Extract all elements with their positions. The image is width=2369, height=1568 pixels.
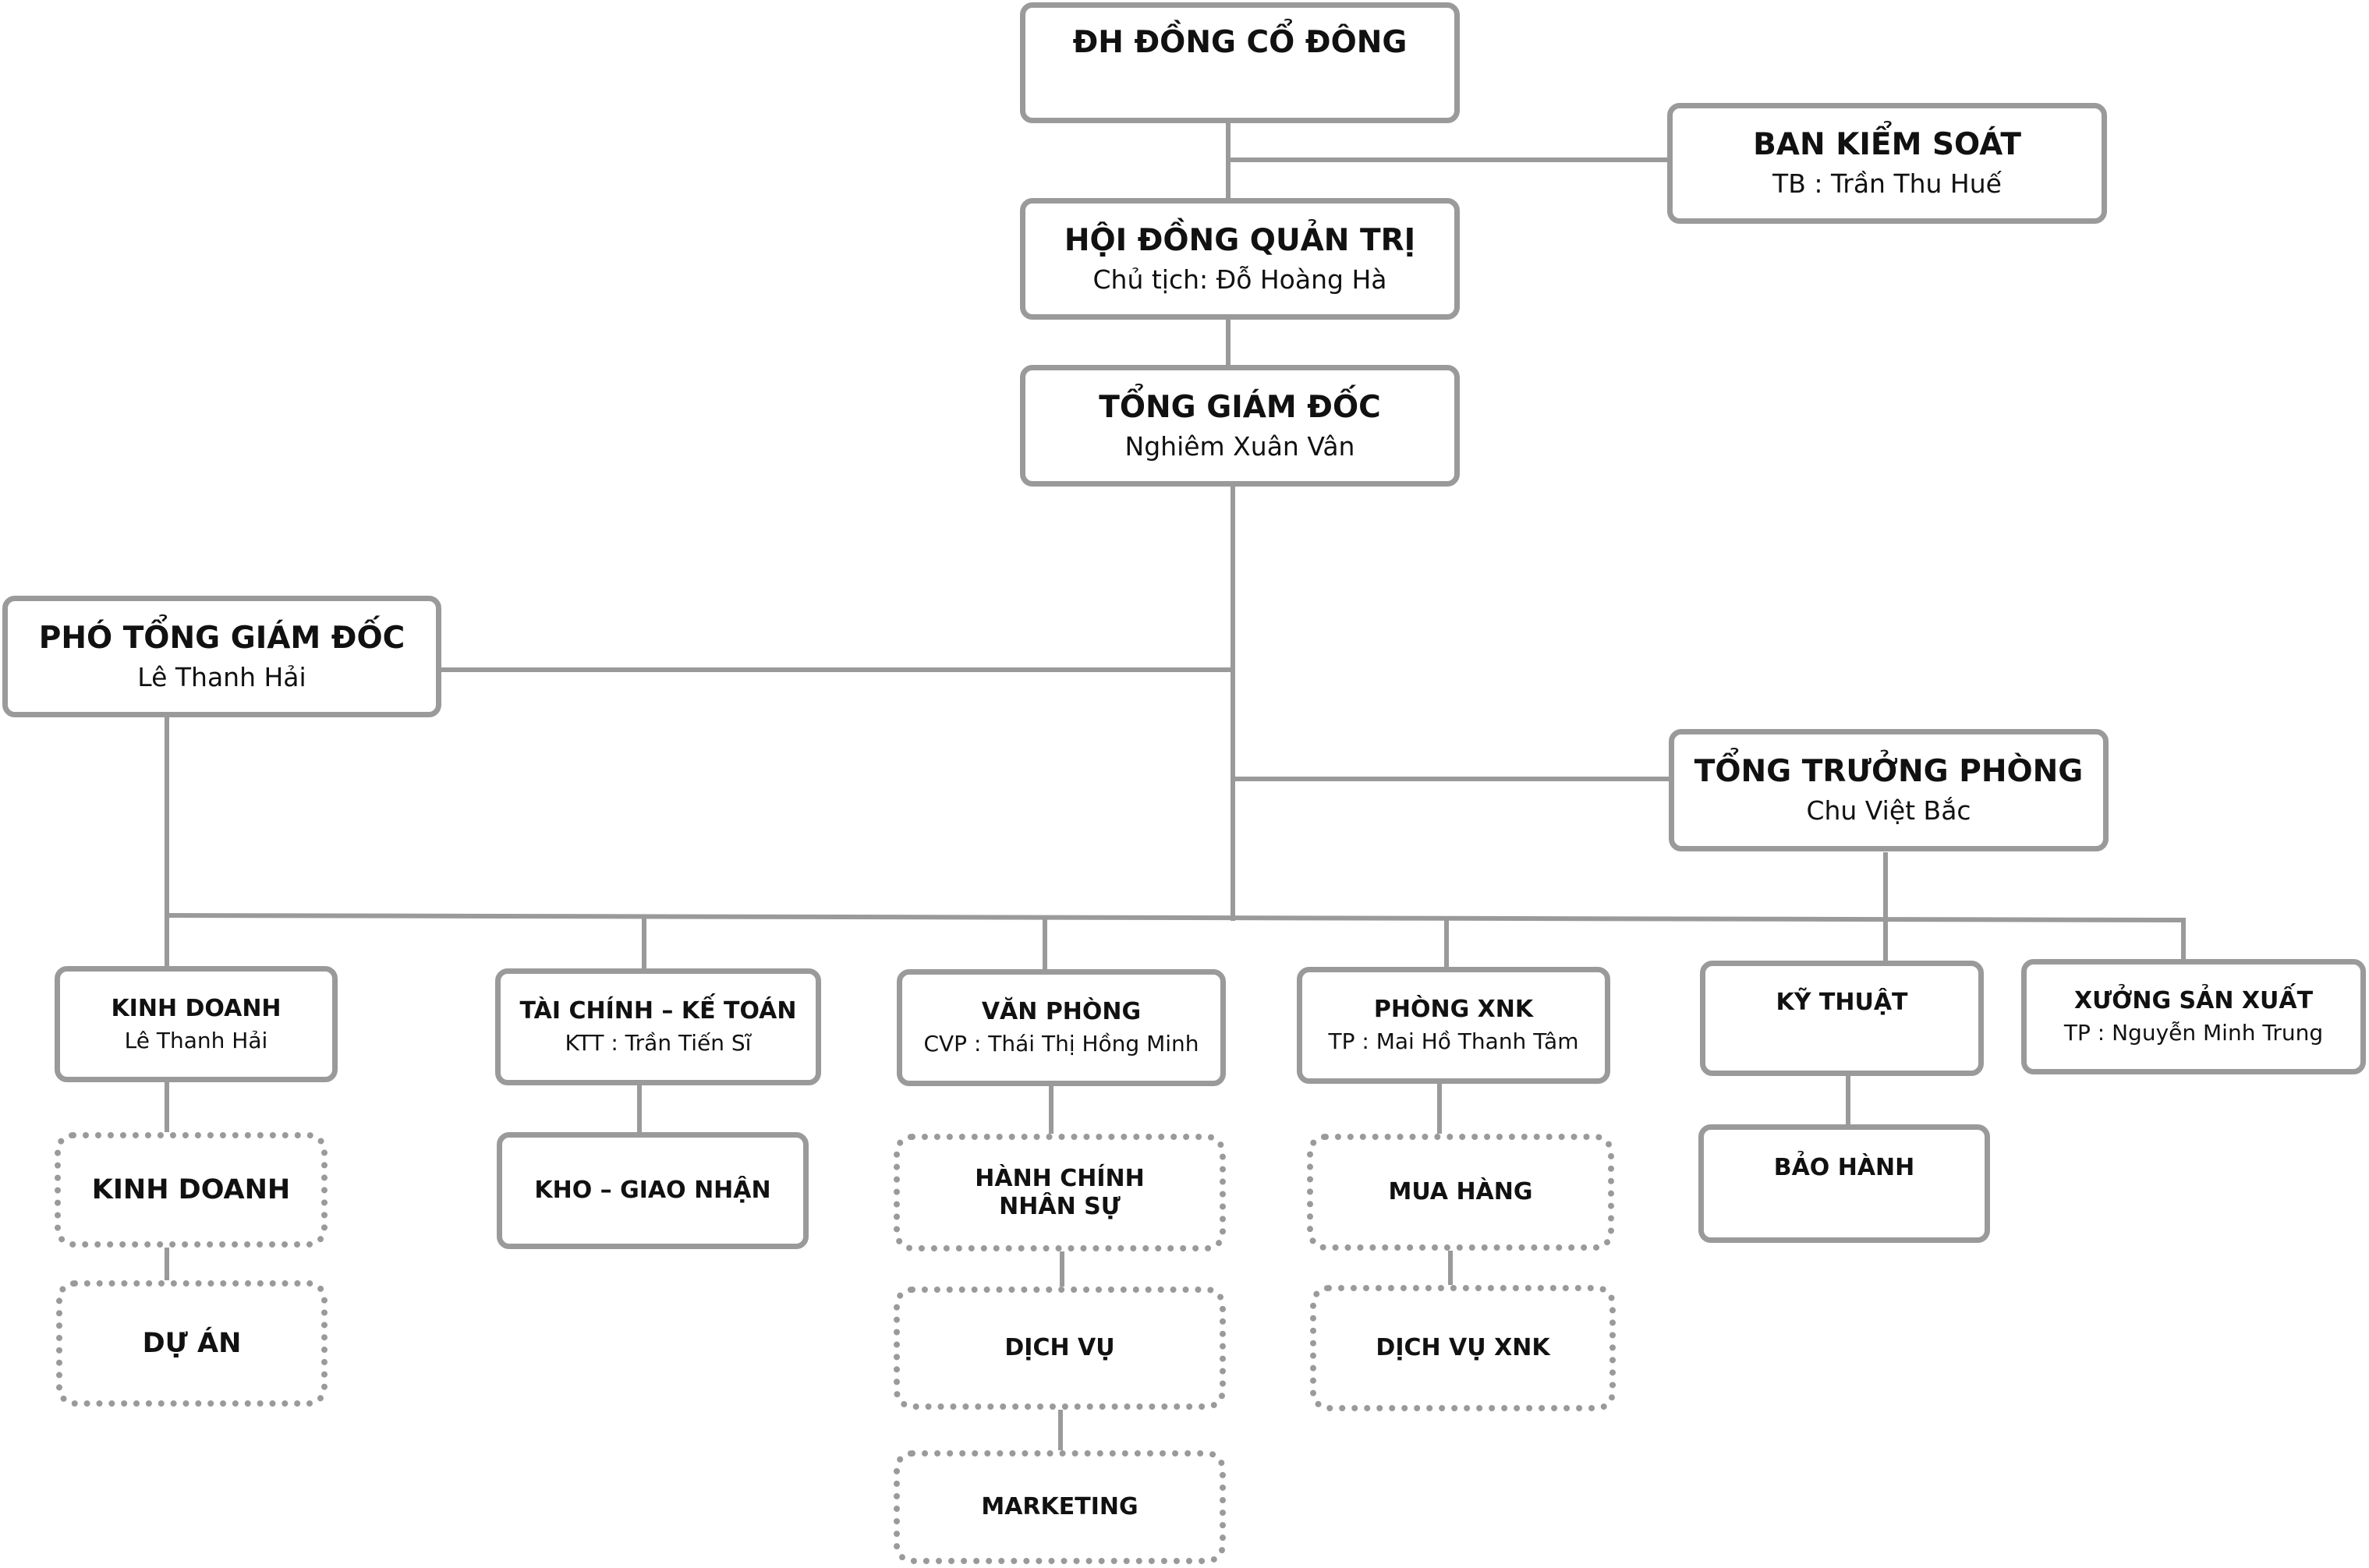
deputy-ceo-title: PHÓ TỔNG GIÁM ĐỐC [38, 620, 405, 656]
supervisory-title: BAN KIỂM SOÁT [1753, 127, 2021, 163]
box-sub-xnk-services: DỊCH VỤ XNK [1310, 1285, 1616, 1411]
shareholders-title: ĐH ĐỒNG CỔ ĐÔNG [1072, 25, 1408, 61]
sub-marketing-title: MARKETING [981, 1493, 1138, 1520]
box-sub-admin-hr: HÀNH CHÍNH NHÂN SỰ [894, 1134, 1226, 1251]
box-sub-services: DỊCH VỤ [894, 1287, 1226, 1410]
sub-sales-team-title: KINH DOANH [91, 1174, 291, 1205]
box-sub-projects: DỰ ÁN [56, 1280, 328, 1407]
box-ceo: TỔNG GIÁM ĐỐC Nghiêm Xuân Vân [1020, 365, 1460, 487]
chief-head-title: TỔNG TRƯỞNG PHÒNG [1694, 754, 2084, 790]
board-person: Chủ tịch: Đỗ Hoàng Hà [1092, 264, 1387, 295]
dept-office-person: CVP : Thái Thị Hồng Minh [923, 1031, 1199, 1057]
dept-finance-person: KTT : Trần Tiến Sĩ [565, 1030, 752, 1057]
box-chief-head: TỔNG TRƯỞNG PHÒNG Chu Việt Bắc [1669, 729, 2109, 851]
ceo-title: TỔNG GIÁM ĐỐC [1099, 389, 1381, 425]
box-sub-warranty: BẢO HÀNH [1698, 1124, 1990, 1243]
box-dept-office: VĂN PHÒNG CVP : Thái Thị Hồng Minh [897, 969, 1226, 1086]
box-dept-workshop: XƯỞNG SẢN XUẤT TP : Nguyễn Minh Trung [2021, 959, 2366, 1074]
chief-head-person: Chu Việt Bắc [1806, 795, 1971, 826]
ceo-person: Nghiêm Xuân Vân [1124, 430, 1355, 462]
box-supervisory: BAN KIỂM SOÁT TB : Trần Thu Huế [1667, 103, 2107, 224]
box-dept-sales: KINH DOANH Lê Thanh Hải [55, 966, 338, 1082]
box-board: HỘI ĐỒNG QUẢN TRỊ Chủ tịch: Đỗ Hoàng Hà [1020, 198, 1460, 320]
sub-xnk-services-title: DỊCH VỤ XNK [1376, 1334, 1550, 1361]
sub-warehouse-title: KHO – GIAO NHẬN [534, 1177, 771, 1204]
box-sub-marketing: MARKETING [894, 1450, 1226, 1564]
supervisory-person: TB : Trần Thu Huế [1772, 168, 2002, 200]
dept-import-export-title: PHÒNG XNK [1373, 996, 1534, 1024]
dept-sales-title: KINH DOANH [111, 994, 282, 1022]
box-shareholders: ĐH ĐỒNG CỔ ĐÔNG [1020, 2, 1460, 123]
sub-purchasing-title: MUA HÀNG [1388, 1178, 1533, 1205]
box-sub-warehouse: KHO – GIAO NHẬN [497, 1132, 809, 1249]
box-sub-sales-team: KINH DOANH [55, 1132, 328, 1248]
box-dept-import-export: PHÒNG XNK TP : Mai Hồ Thanh Tâm [1297, 967, 1610, 1084]
sub-warranty-title: BẢO HÀNH [1773, 1154, 1915, 1181]
dept-technical-title: KỸ THUẬT [1776, 989, 1908, 1016]
box-dept-finance: TÀI CHÍNH – KẾ TOÁN KTT : Trần Tiến Sĩ [495, 968, 821, 1085]
dept-import-export-person: TP : Mai Hồ Thanh Tâm [1328, 1028, 1579, 1055]
box-deputy-ceo: PHÓ TỔNG GIÁM ĐỐC Lê Thanh Hải [2, 596, 441, 717]
dept-workshop-person: TP : Nguyễn Minh Trung [2063, 1020, 2324, 1046]
dept-sales-person: Lê Thanh Hải [124, 1027, 268, 1053]
box-dept-technical: KỸ THUẬT [1700, 961, 1984, 1076]
dept-workshop-title: XƯỞNG SẢN XUẤT [2073, 987, 2314, 1015]
sub-services-title: DỊCH VỤ [1004, 1334, 1115, 1361]
dept-office-title: VĂN PHÒNG [981, 998, 1142, 1026]
dept-finance-title: TÀI CHÍNH – KẾ TOÁN [519, 997, 797, 1025]
board-title: HỘI ĐỒNG QUẢN TRỊ [1064, 222, 1416, 258]
sub-admin-hr-title: HÀNH CHÍNH NHÂN SỰ [975, 1164, 1145, 1220]
connector-department-bus [164, 912, 2187, 923]
deputy-ceo-person: Lê Thanh Hải [137, 661, 306, 692]
sub-projects-title: DỰ ÁN [142, 1328, 242, 1359]
box-sub-purchasing: MUA HÀNG [1307, 1134, 1614, 1251]
